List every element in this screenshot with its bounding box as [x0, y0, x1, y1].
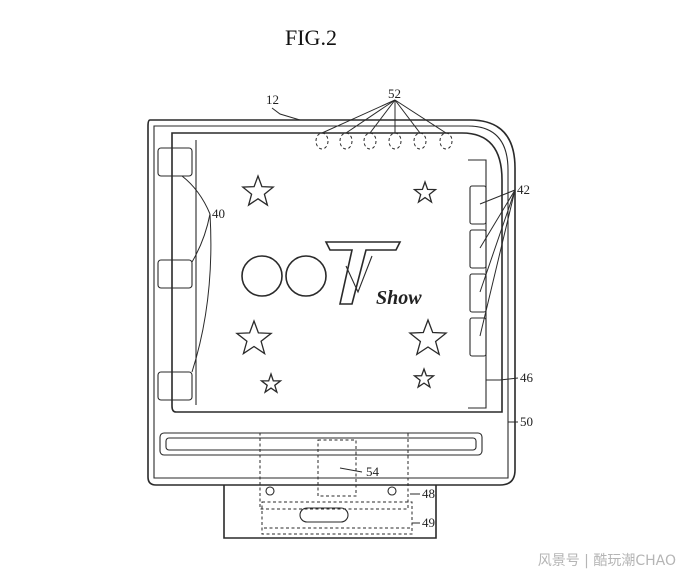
- ref-label-49: 49: [422, 515, 435, 530]
- leader-46: [486, 377, 519, 381]
- leader-52: [321, 99, 447, 134]
- star-icon: [235, 319, 273, 356]
- screen-panel: [171, 132, 503, 413]
- tv-emblem-v: [345, 255, 373, 294]
- sensor-oval: [413, 132, 427, 150]
- dashed-chip-box: [317, 439, 357, 497]
- screw-hole-right: [387, 486, 397, 496]
- leader-54: [339, 467, 363, 473]
- sensor-oval: [439, 132, 453, 150]
- logo-circle-right: [285, 255, 327, 297]
- connector-slot: [299, 507, 349, 523]
- ref-label-48: 48: [422, 486, 435, 501]
- ref-label-12: 12: [266, 92, 279, 107]
- leader-42: [479, 189, 516, 337]
- left-tab-top: [157, 147, 193, 177]
- logo-show-text: Show: [376, 287, 422, 309]
- ref-label-50: 50: [520, 414, 533, 429]
- dashed-connector-box: [261, 501, 413, 535]
- tv-show-logo: Show: [241, 241, 422, 309]
- sensor-oval: [315, 132, 329, 150]
- left-tab-bottom: [157, 371, 193, 401]
- connector-base: [223, 485, 437, 539]
- ref-label-54: 54: [366, 464, 380, 479]
- star-icon: [259, 371, 283, 394]
- figure-title: FIG.2: [285, 25, 337, 50]
- left-tab-middle: [157, 259, 193, 289]
- sensor-oval: [388, 132, 402, 150]
- star-icon: [408, 318, 448, 356]
- side-button-3: [469, 273, 487, 313]
- sensor-oval: [339, 132, 353, 150]
- leader-12: [271, 107, 301, 121]
- logo-circle-left: [241, 255, 283, 297]
- slot-bar-inner: [165, 437, 477, 451]
- tv-emblem: [324, 241, 402, 305]
- watermark-text: 风景号 | 酷玩潮CHAO: [537, 553, 676, 569]
- right-bezel-strip: [468, 159, 487, 409]
- leader-40: [181, 175, 212, 373]
- side-button-2: [469, 229, 487, 269]
- screw-hole-left: [265, 486, 275, 496]
- star-icon: [412, 180, 438, 204]
- ref-label-52: 52: [388, 86, 401, 101]
- ref-label-40: 40: [212, 206, 225, 221]
- outer-housing: [147, 119, 516, 486]
- ref-label-46: 46: [520, 370, 534, 385]
- sensor-oval: [363, 132, 377, 150]
- dashed-module-box: [259, 432, 409, 510]
- star-icon: [241, 174, 275, 207]
- side-button-1: [469, 185, 487, 225]
- inner-housing-line: [153, 125, 509, 479]
- sensor-row: [315, 132, 453, 150]
- ref-label-42: 42: [517, 182, 530, 197]
- slot-bar-outer: [159, 432, 483, 456]
- star-icon: [412, 367, 436, 389]
- side-button-4: [469, 317, 487, 357]
